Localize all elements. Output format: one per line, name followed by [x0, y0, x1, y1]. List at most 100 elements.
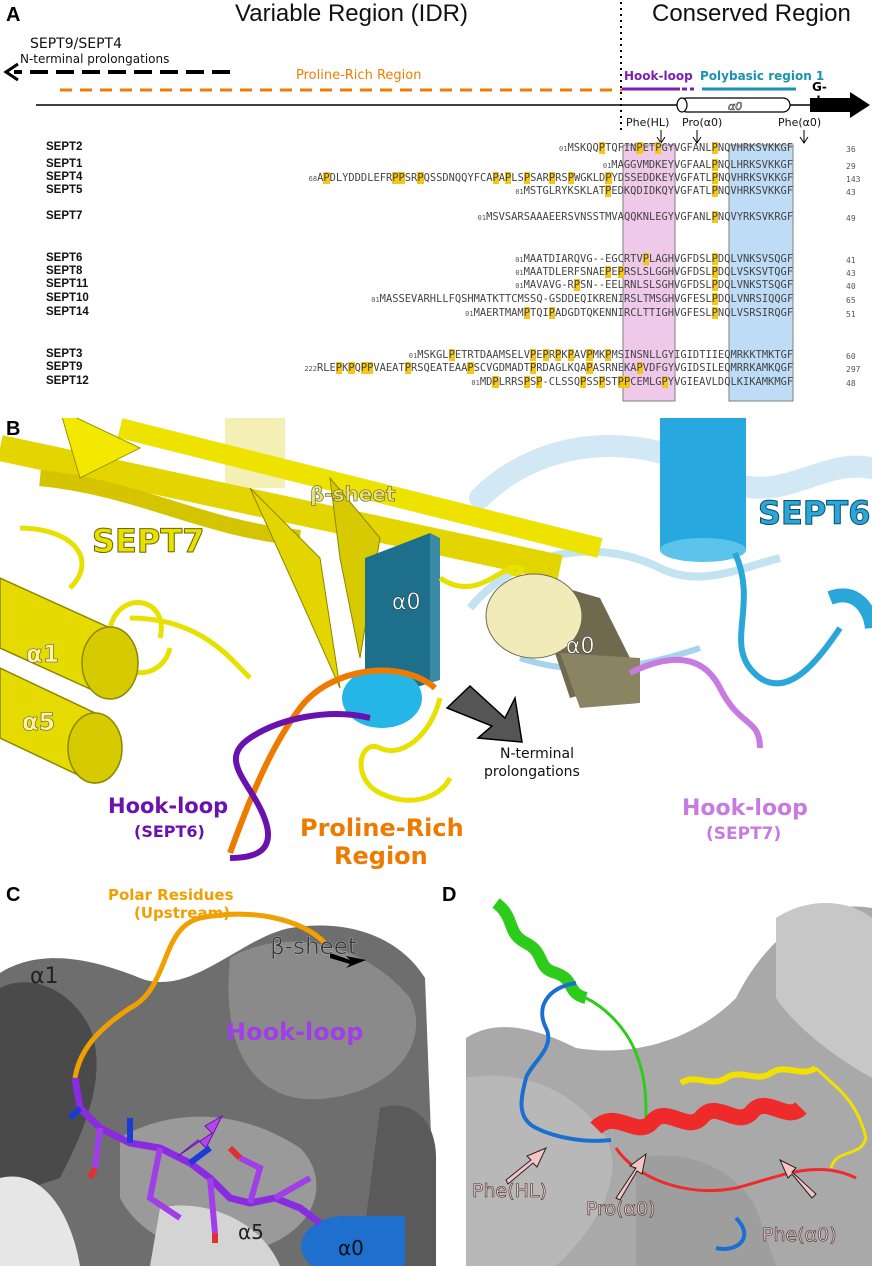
seq-start-number: 01 — [559, 145, 568, 153]
panel-c-label: C — [6, 884, 21, 906]
hook-loop-box — [622, 144, 676, 402]
sept7-label: SEPT7 — [91, 522, 205, 561]
nterm-label-2: N-terminal prolongations — [20, 52, 170, 66]
seq-end-number: 29 — [846, 162, 856, 171]
seq-end-number: 60 — [846, 352, 856, 361]
seq-end-number: 43 — [846, 269, 856, 278]
seq-row-sept3: 01MSKGLPETRTDAAMSELVPEPRPKPAVPMKPMSINSNL… — [408, 349, 794, 361]
beta-sheet-label: β-sheet — [310, 482, 396, 507]
hook-sept7-label-1: Hook-loop — [682, 796, 808, 821]
seq-name-sept12: SEPT12 — [46, 375, 89, 387]
seq-end-number: 36 — [846, 145, 856, 154]
panel-c-structure — [0, 878, 436, 1266]
sept6-label: SEPT6 — [757, 494, 871, 533]
nterm-arrow — [445, 684, 523, 743]
variable-region-title: Variable Region (IDR) — [235, 0, 468, 27]
seq-row-sept10: 01MASSEVARHLLFQSHMATKTTCMSSQ-GSDDEQIKREN… — [371, 293, 794, 305]
seq-end-number: 143 — [846, 175, 861, 184]
hook-sept6-label-2: (SEPT6) — [134, 822, 205, 841]
seq-name-sept14: SEPT14 — [46, 306, 89, 318]
seq-start-number: 01 — [515, 269, 524, 277]
seq-end-number: 65 — [846, 296, 856, 305]
seq-name-sept6: SEPT6 — [46, 252, 83, 264]
seq-end-number: 43 — [846, 188, 856, 197]
alpha1-c-label: α1 — [30, 964, 59, 989]
seq-row-sept2: 01MSKQQPTQFINPETPGYVGFANLPNQVHRKSVKKGF — [559, 142, 794, 154]
seq-row-sept11: 01MAVAVG-RPSN--EELRNLSLSGHVGFDSLPDQLVNKS… — [515, 279, 794, 291]
alpha5-label: α5 — [22, 708, 56, 737]
alpha0-left-label: α0 — [392, 590, 421, 615]
seq-row-sept9: 222RLEPKPQPPVAEATPRSQEATEAAPSCVGDMADTPRD… — [304, 362, 794, 374]
polar-label-1: Polar Residues — [108, 886, 234, 904]
seq-row-sept6: 01MAATDIARQVG--EGCRTVPLAGHVGFDSLPDQLVNKS… — [515, 253, 794, 265]
seq-name-sept1: SEPT1 — [46, 158, 83, 170]
polybasic-label: Polybasic region 1 — [700, 69, 825, 83]
alpha1-cylinder — [0, 577, 139, 700]
marker-phe-a0: Phe(α0) — [778, 116, 822, 129]
panel-b-label: B — [6, 418, 21, 440]
seq-start-number: 01 — [515, 188, 524, 196]
seq-end-number: 51 — [846, 310, 856, 319]
seq-row-sept8: 01MAATDLERFSNAEPEPRSLSLGGHVGFDSLPDQLVSKS… — [515, 266, 794, 278]
seq-name-sept3: SEPT3 — [46, 348, 83, 360]
nterm-label-1: SEPT9/SEPT4 — [30, 36, 122, 52]
seq-end-number: 41 — [846, 256, 856, 265]
seq-end-number: 297 — [846, 365, 861, 374]
pro-a0-d-label: Pro(α0) — [586, 1198, 656, 1221]
alpha0-schematic-label: α0 — [728, 100, 742, 113]
seq-name-sept10: SEPT10 — [46, 292, 89, 304]
panel-d-label: D — [442, 884, 457, 906]
conserved-region-title: Conserved Region — [652, 0, 851, 27]
seq-name-sept9: SEPT9 — [46, 361, 83, 373]
nterm-label-b1: N-terminal — [500, 746, 575, 762]
panel-c: C Polar Residues (Upstream) α1 β-sheet H… — [0, 878, 436, 1266]
seq-start-number: 01 — [371, 296, 380, 304]
seq-start-number: 01 — [515, 256, 524, 264]
panel-d: D Phe(HL) Pro(α0) Phe(α0) — [436, 878, 872, 1266]
marker-pro-a0: Pro(α0) — [682, 116, 723, 129]
seq-row-sept4: 68APDLYDDDLEFRPPSRPQSSDNQQYFCAPAPLSPSARP… — [308, 172, 794, 184]
seq-name-sept8: SEPT8 — [46, 265, 83, 277]
panel-b: B SEPT7 SEPT6 β-sheet α0 α0 α1 α5 N-term… — [0, 418, 872, 870]
alpha5-c-label: α5 — [238, 1220, 264, 1244]
panel-a-schematic: α0 — [3, 2, 870, 402]
polybasic-box — [728, 144, 794, 402]
seq-row-sept12: 01MDPLRRSPSP-CLSSQPSSPSTPPCEMLGPYVGIEAVL… — [471, 376, 794, 388]
seq-start-number: 222 — [304, 365, 317, 373]
gdomain-arrow — [810, 92, 870, 118]
seq-name-sept7: SEPT7 — [46, 210, 83, 222]
seq-start-number: 01 — [515, 282, 524, 290]
seq-name-sept11: SEPT11 — [46, 278, 89, 290]
proline-label-2: Region — [334, 842, 428, 870]
seq-row-sept5: 01MSTGLRYKSKLATPEDKQDIDKQYVGFATLPNQVHRKS… — [515, 185, 794, 197]
beta-sheet-c-label: β-sheet — [270, 934, 357, 960]
alpha0-right-label: α0 — [566, 634, 595, 659]
hook-loop-label: Hook-loop — [624, 69, 693, 83]
proline-label-1: Proline-Rich — [300, 814, 464, 842]
panel-d-structure — [436, 878, 872, 1266]
phe-hl-d-label: Phe(HL) — [472, 1180, 547, 1203]
nterm-label-b2: prolongations — [484, 764, 580, 780]
hook-sept7-label-2: (SEPT7) — [706, 824, 782, 844]
seq-name-sept2: SEPT2 — [46, 141, 83, 153]
seq-start-number: 01 — [471, 379, 480, 387]
seq-name-sept4: SEPT4 — [46, 171, 83, 183]
seq-row-sept14: 01MAERTMAMPTQIPADGDTQKENNIRCLTTIGHVGFESL… — [465, 307, 794, 319]
alpha5-cylinder — [0, 667, 123, 785]
hook-loop-c-label: Hook-loop — [226, 1018, 364, 1046]
seq-start-number: 01 — [408, 352, 418, 360]
seq-end-number: 48 — [846, 379, 856, 388]
seq-end-number: 40 — [846, 282, 856, 291]
seq-end-number: 49 — [846, 214, 856, 223]
seq-start-number: 01 — [477, 214, 487, 222]
panel-a: A Variable Region (IDR) Conserved Region… — [0, 0, 872, 410]
panel-a-label: A — [6, 4, 21, 26]
seq-start-number: 01 — [602, 162, 612, 170]
phe-a0-d-label: Phe(α0) — [762, 1224, 837, 1247]
seq-start-number: 68 — [308, 175, 318, 183]
alpha1-label: α1 — [26, 640, 60, 669]
nterm-arrow-head — [3, 62, 19, 82]
seq-row-sept1: 01MAGGVMDKEYVGFAALPNQLHRKSVKKGF — [602, 159, 793, 171]
alpha0-c-label: α0 — [338, 1236, 364, 1260]
hook-sept6-label-1: Hook-loop — [108, 794, 229, 818]
